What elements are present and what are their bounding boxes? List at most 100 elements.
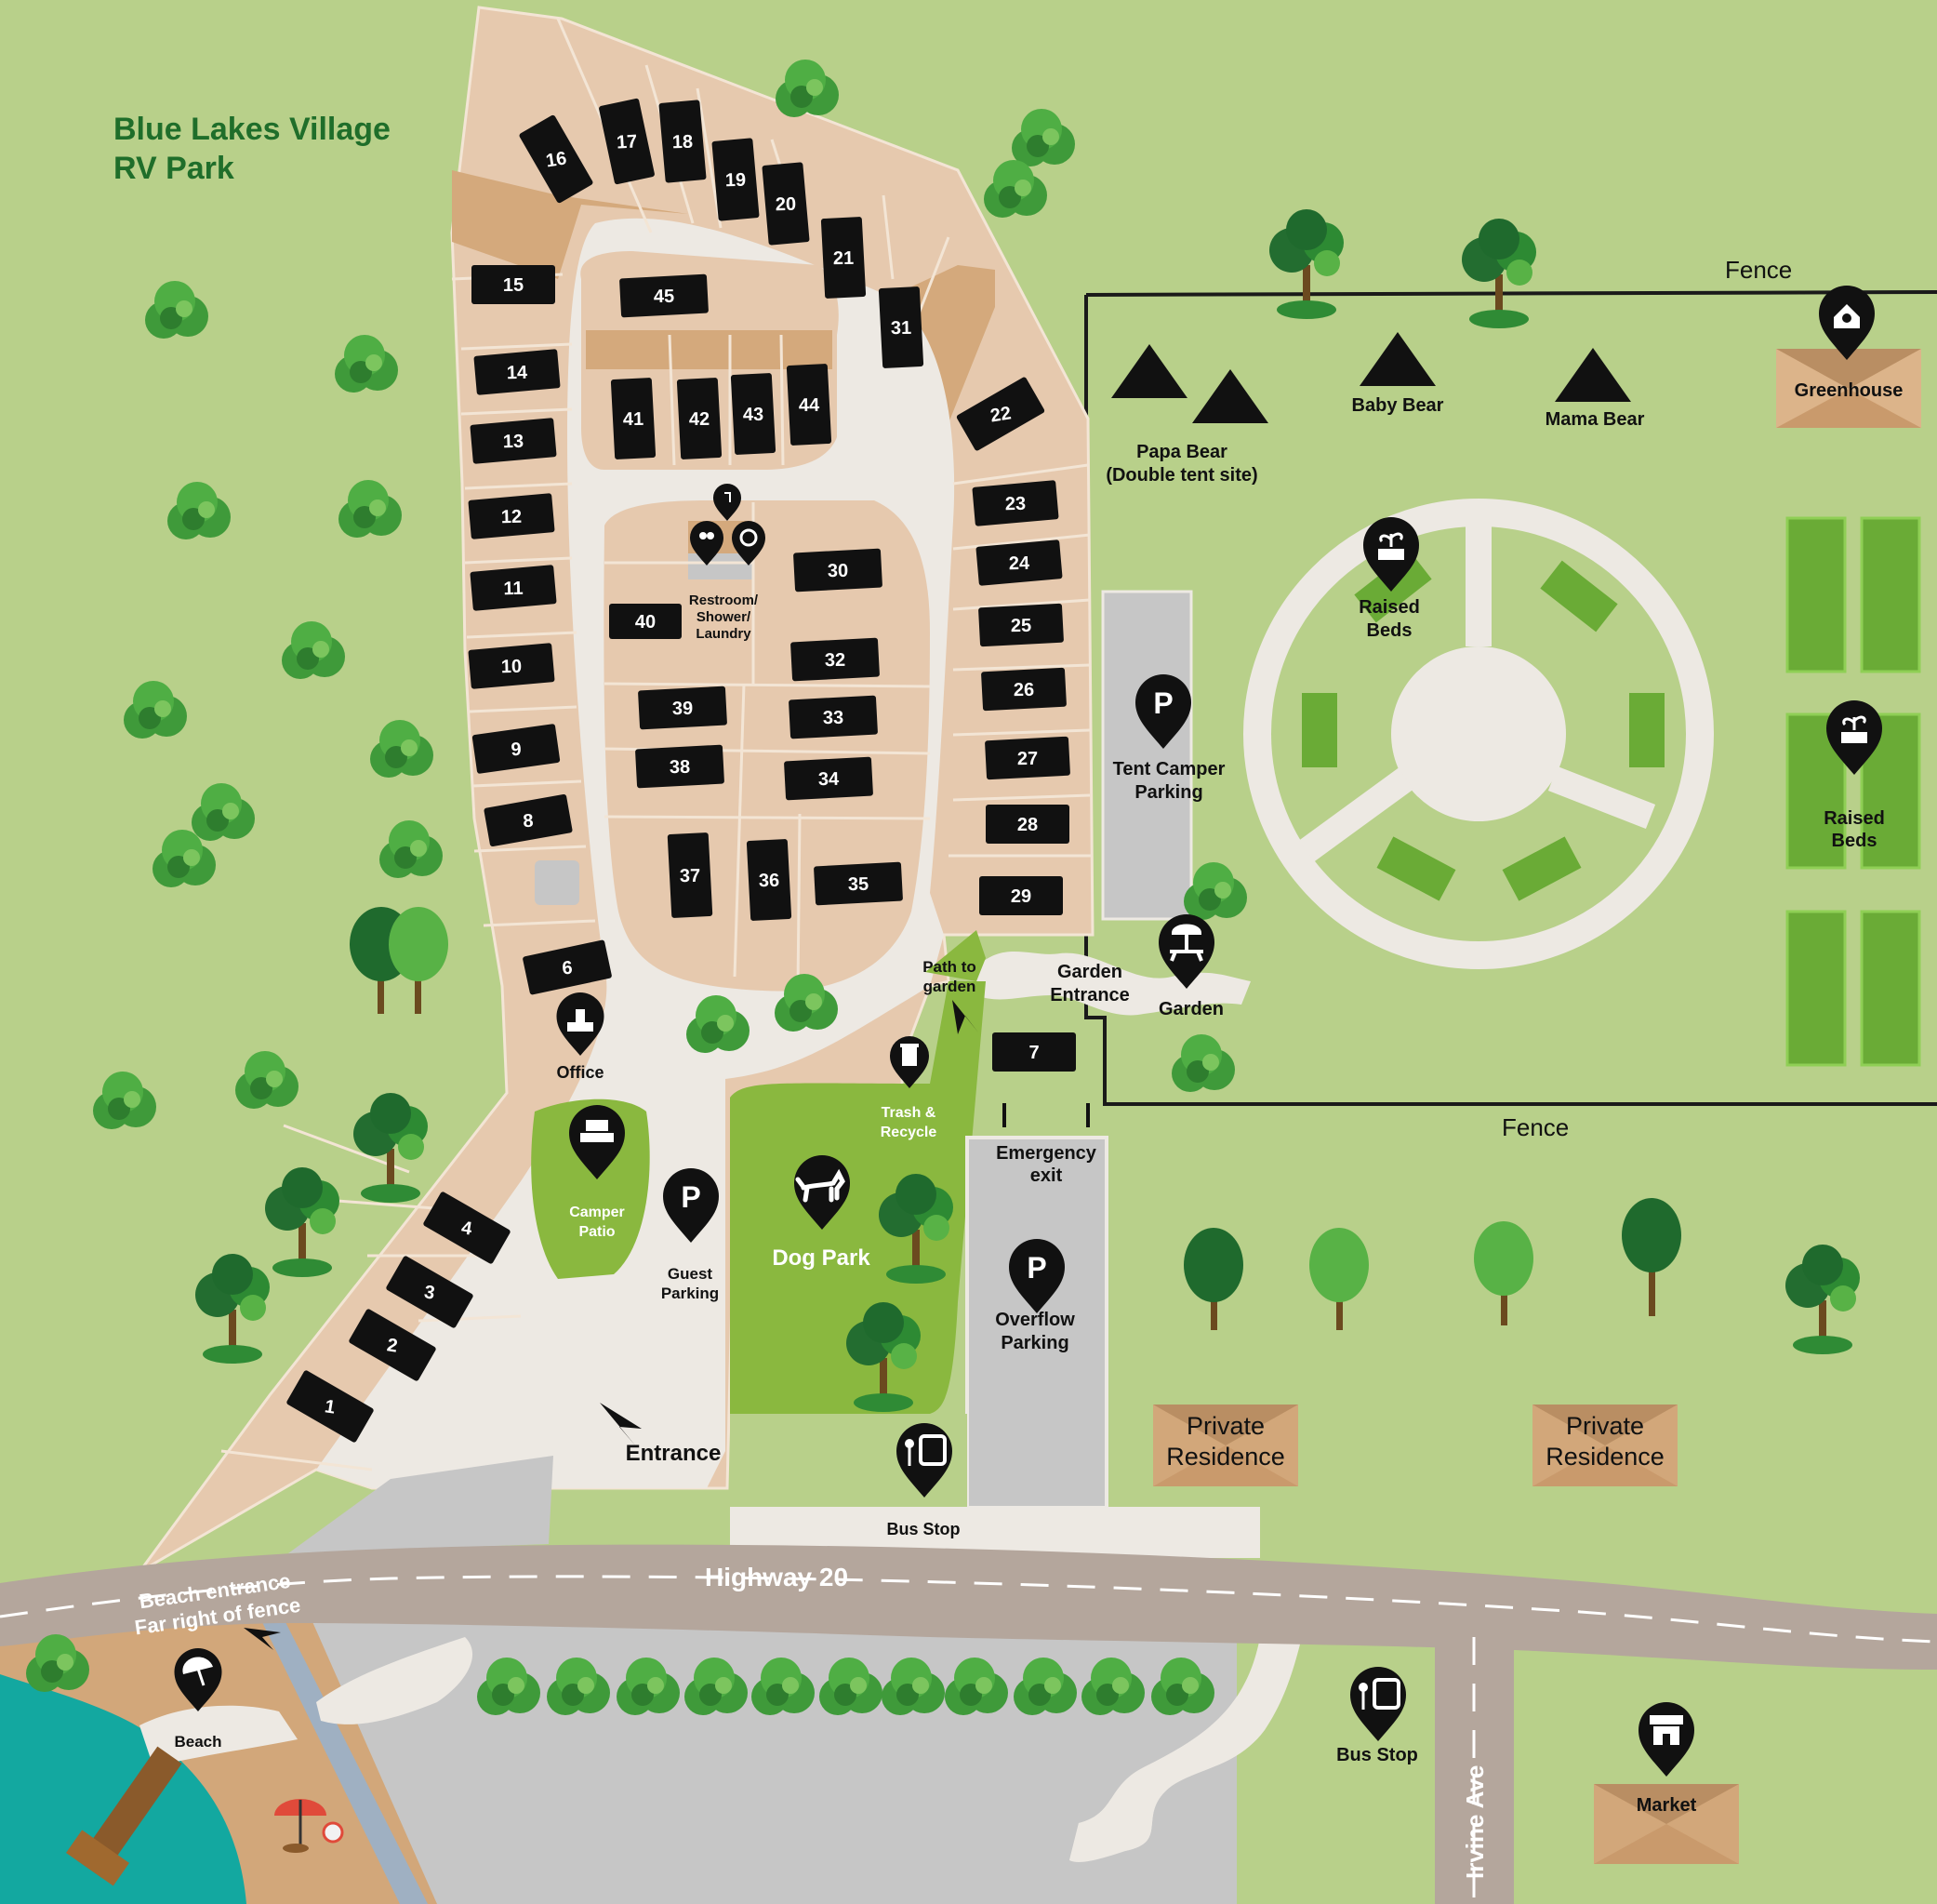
greenhouse-pin[interactable]	[1819, 286, 1875, 360]
rv-site-31[interactable]: 31	[878, 286, 924, 368]
raised-beds-pin[interactable]	[1363, 517, 1419, 592]
rv-site-marker	[814, 861, 903, 906]
rv-site-14[interactable]: 14	[473, 349, 561, 395]
guest-parking-pin[interactable]: P	[663, 1168, 719, 1243]
camper-patio-label-2: Patio	[578, 1224, 615, 1240]
rv-site-24[interactable]: 24	[975, 539, 1063, 586]
rv-site-number: 21	[833, 248, 855, 269]
rv-site-number: 36	[759, 871, 780, 891]
rv-site-number: 25	[1011, 616, 1032, 636]
bus-stop-label: Bus Stop	[887, 1520, 961, 1538]
rv-site-20[interactable]: 20	[762, 162, 810, 246]
rv-site-marker	[979, 876, 1063, 915]
market-building[interactable]	[1594, 1784, 1739, 1864]
market-pin[interactable]	[1638, 1702, 1694, 1777]
rv-site-40[interactable]: 40	[609, 604, 682, 639]
private-residence-label-4: Residence	[1546, 1443, 1665, 1471]
rv-site-45[interactable]: 45	[619, 273, 709, 318]
rv-site-number: 18	[672, 132, 694, 153]
rv-site-43[interactable]: 43	[730, 373, 776, 455]
rv-site-19[interactable]: 19	[711, 138, 760, 221]
garden-pin[interactable]	[1159, 914, 1214, 989]
rv-site-marker	[985, 736, 1070, 780]
rv-site-2[interactable]: 2	[348, 1308, 436, 1381]
bus-icon	[1373, 1678, 1400, 1710]
trash-pin[interactable]	[890, 1036, 929, 1088]
rv-site-17[interactable]: 17	[599, 98, 656, 185]
office-pin[interactable]	[556, 992, 604, 1056]
rv-site-number: 33	[823, 708, 844, 728]
office-label: Office	[556, 1063, 604, 1082]
rv-site-25[interactable]: 25	[978, 603, 1064, 647]
rv-site-35[interactable]: 35	[814, 861, 903, 906]
rv-site-number: 7	[1028, 1043, 1039, 1063]
rv-site-10[interactable]: 10	[468, 643, 555, 689]
raised-beds-label-2: Beds	[1367, 620, 1413, 641]
dog-park-pin[interactable]	[794, 1155, 850, 1230]
greenhouse[interactable]	[1776, 349, 1921, 428]
bus-stop-pin-2[interactable]	[1350, 1667, 1406, 1741]
rv-site-22[interactable]: 22	[956, 376, 1045, 451]
rv-site-number: 38	[670, 757, 691, 778]
rv-site-34[interactable]: 34	[784, 756, 873, 801]
rv-site-26[interactable]: 26	[981, 667, 1067, 712]
rv-site-44[interactable]: 44	[786, 364, 832, 446]
rv-site-39[interactable]: 39	[638, 686, 727, 730]
tent-parking-pin[interactable]: P	[1135, 674, 1191, 749]
raised-beds-pin-2[interactable]	[1826, 700, 1882, 775]
rv-site-number: 8	[523, 811, 534, 832]
trees	[26, 60, 1860, 1715]
rv-site-3[interactable]: 3	[385, 1255, 473, 1328]
rv-site-number: 29	[1011, 886, 1031, 907]
rv-site-6[interactable]: 6	[523, 939, 613, 995]
office-icon	[567, 1022, 593, 1032]
rv-site-18[interactable]: 18	[658, 100, 707, 183]
rv-site-41[interactable]: 41	[610, 378, 657, 459]
camper-patio-pin[interactable]	[569, 1105, 625, 1179]
arrow-icon	[244, 1628, 281, 1650]
overflow-parking-label-2: Parking	[1001, 1333, 1068, 1353]
rv-site-8[interactable]: 8	[484, 793, 573, 847]
bus-stop-pin[interactable]	[896, 1423, 952, 1498]
rv-site-12[interactable]: 12	[468, 493, 555, 539]
rv-site-9[interactable]: 9	[471, 724, 561, 774]
restroom-pin[interactable]	[690, 521, 723, 566]
rv-site-23[interactable]: 23	[972, 480, 1059, 526]
rv-site-15[interactable]: 15	[471, 265, 555, 304]
rv-site-marker	[658, 100, 707, 183]
rv-site-16[interactable]: 16	[518, 114, 593, 204]
rv-site-29[interactable]: 29	[979, 876, 1063, 915]
shower-small-pin[interactable]	[713, 484, 741, 521]
rv-site-21[interactable]: 21	[820, 217, 867, 299]
rv-site-11[interactable]: 11	[470, 565, 557, 611]
overflow-parking-pin[interactable]: P	[1009, 1239, 1065, 1313]
guest-parking-label-2: Parking	[661, 1285, 719, 1302]
garden-area	[976, 290, 1937, 1106]
bus-stop-label-2: Bus Stop	[1336, 1745, 1418, 1765]
rv-site-1[interactable]: 1	[285, 1369, 374, 1443]
tent-parking-label: Tent Camper	[1113, 759, 1226, 779]
title-line-1: Blue Lakes Village	[113, 112, 391, 147]
rv-site-28[interactable]: 28	[986, 805, 1069, 844]
market-icon	[1650, 1715, 1683, 1724]
rv-site-7[interactable]: 7	[992, 1032, 1076, 1072]
tent-icon	[1360, 332, 1436, 386]
private-residence	[1153, 1405, 1678, 1486]
rv-site-27[interactable]: 27	[985, 736, 1070, 780]
rv-site-32[interactable]: 32	[790, 637, 880, 682]
rv-site-13[interactable]: 13	[470, 418, 557, 464]
rv-site-30[interactable]: 30	[793, 548, 882, 593]
rv-site-38[interactable]: 38	[635, 744, 724, 789]
rv-site-4[interactable]: 4	[422, 1191, 511, 1264]
shower-pin[interactable]	[732, 521, 765, 566]
private-residence-label-3: Private	[1566, 1412, 1644, 1440]
rv-site-36[interactable]: 36	[746, 839, 792, 921]
rv-site-marker	[470, 418, 557, 464]
camper-patio-label: Camper	[569, 1205, 625, 1220]
beach-pin[interactable]	[174, 1648, 222, 1711]
rv-site-37[interactable]: 37	[667, 832, 713, 918]
rv-site-33[interactable]: 33	[789, 695, 878, 739]
rv-site-number: 1	[324, 1396, 337, 1418]
rv-site-marker	[638, 686, 727, 730]
rv-site-42[interactable]: 42	[676, 378, 723, 459]
